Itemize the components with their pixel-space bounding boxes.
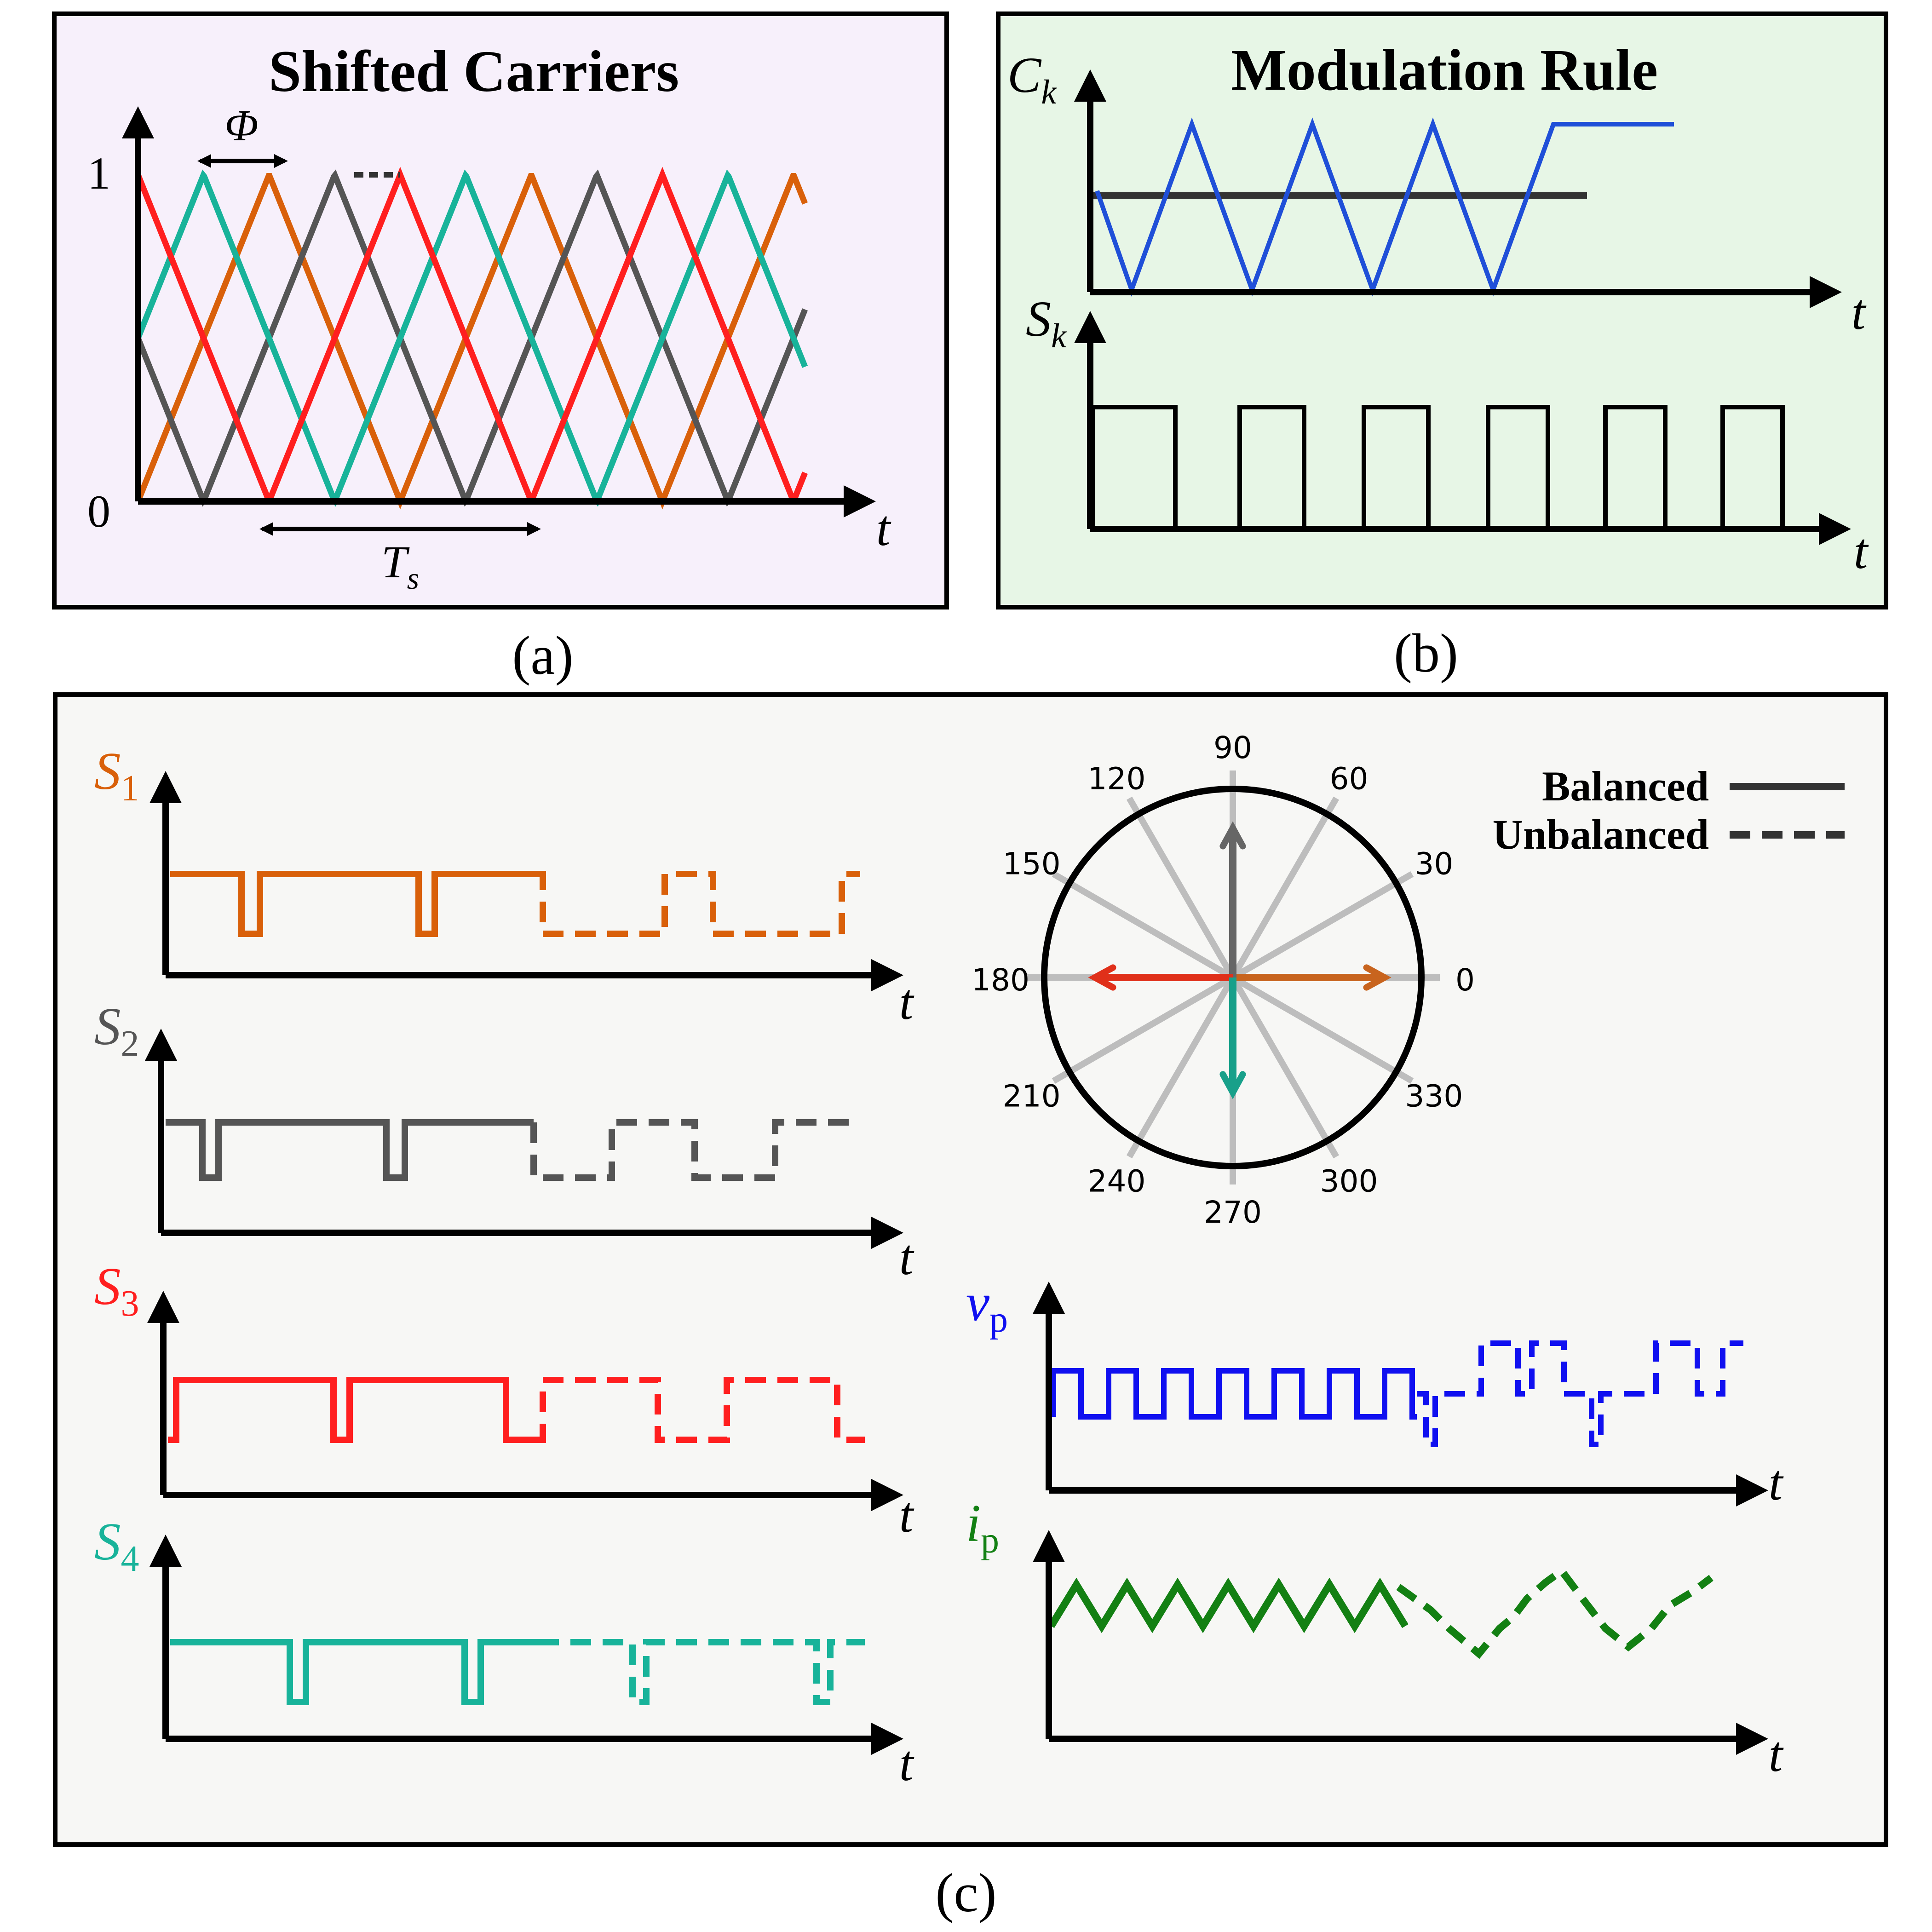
legend-unbalanced-label: Unbalanced — [1493, 811, 1709, 858]
panel-a: Shifted Carriers 1 0 t Φ Ts (a) — [52, 12, 949, 686]
carrier-label: Ck — [1007, 47, 1057, 111]
angle-label-180: 180 — [972, 962, 1029, 998]
panel-b: Modulation Rule Ck Sk t t (b) — [996, 12, 1888, 684]
angle-label-240: 240 — [1088, 1163, 1146, 1199]
switch-label: Sk — [1026, 291, 1067, 355]
unit-circle — [1041, 786, 1425, 1169]
s2-unbalanced — [530, 1119, 860, 1181]
panel-b-title: Modulation Rule — [1231, 37, 1658, 103]
ip-balanced — [1048, 1577, 1409, 1633]
legend-balanced-label: Balanced — [1542, 763, 1709, 810]
s2-label: S2 — [94, 997, 139, 1064]
s1-label: S1 — [94, 742, 139, 809]
vp-unbalanced — [1417, 1340, 1743, 1447]
vp-balanced — [1051, 1368, 1417, 1420]
legend: Balanced Unbalanced — [1493, 763, 1845, 858]
phasor-head-0 — [1363, 964, 1392, 991]
s4-unbalanced — [538, 1639, 865, 1705]
angle-label-330: 330 — [1405, 1079, 1463, 1114]
panel-c-caption: (c) — [935, 1862, 996, 1923]
panel-a-caption: (a) — [512, 625, 573, 686]
angle-label-120: 120 — [1088, 761, 1146, 797]
panel-b-axis-t-bottom: t — [1854, 523, 1869, 579]
s4-label: S4 — [94, 1512, 139, 1579]
panel-a-title: Shifted Carriers — [269, 39, 679, 104]
s3-balanced — [168, 1377, 538, 1443]
ip-plot: ip t — [966, 1494, 1784, 1782]
panel-a-frame — [52, 12, 949, 610]
angle-label-150: 150 — [1003, 846, 1061, 882]
carrier-waves — [135, 167, 808, 510]
polar-diagram: 0 30 60 90 120 150 180 210 240 270 300 330 — [972, 730, 1475, 1230]
s2-balanced — [166, 1119, 534, 1181]
angle-label-270: 270 — [1204, 1195, 1262, 1230]
panel-b-caption: (b) — [1394, 622, 1458, 684]
vp-axis-t: t — [1769, 1455, 1784, 1511]
angle-label-90: 90 — [1213, 730, 1252, 765]
ip-label: ip — [966, 1494, 999, 1561]
period-label: Ts — [381, 536, 419, 596]
s3-axis-t: t — [899, 1487, 914, 1543]
vp-label: vp — [966, 1273, 1008, 1340]
s3-unbalanced — [538, 1377, 865, 1443]
y-tick-0: 0 — [87, 486, 110, 537]
angle-label-30: 30 — [1414, 846, 1453, 882]
ip-unbalanced — [1396, 1565, 1714, 1659]
vp-plot: vp t — [966, 1273, 1784, 1511]
carrier-4 — [135, 169, 808, 507]
panel-b-axis-t-top: t — [1852, 284, 1867, 340]
carrier-1 — [135, 167, 808, 504]
s1-balanced — [170, 871, 538, 937]
panel-b-frame — [996, 12, 1888, 610]
s4-balanced — [170, 1639, 538, 1705]
phase-label: Φ — [224, 101, 258, 150]
s1-axis-t: t — [899, 974, 914, 1030]
s3-label: S3 — [94, 1257, 139, 1324]
s4-axis-t: t — [899, 1735, 914, 1791]
phasor-head-180 — [1088, 964, 1116, 991]
panel-c-frame — [53, 692, 1888, 1847]
angle-label-60: 60 — [1330, 761, 1368, 797]
angle-label-0: 0 — [1455, 962, 1475, 998]
angle-label-210: 210 — [1003, 1079, 1061, 1114]
ip-axis-t: t — [1769, 1726, 1784, 1782]
s2-axis-t: t — [899, 1229, 914, 1285]
y-tick-1: 1 — [87, 148, 110, 199]
phasor-head-90 — [1219, 821, 1246, 850]
s1-unbalanced — [538, 871, 860, 937]
phasor-head-270 — [1219, 1071, 1246, 1099]
panel-a-axis-t: t — [876, 500, 891, 556]
angle-label-300: 300 — [1320, 1163, 1378, 1199]
